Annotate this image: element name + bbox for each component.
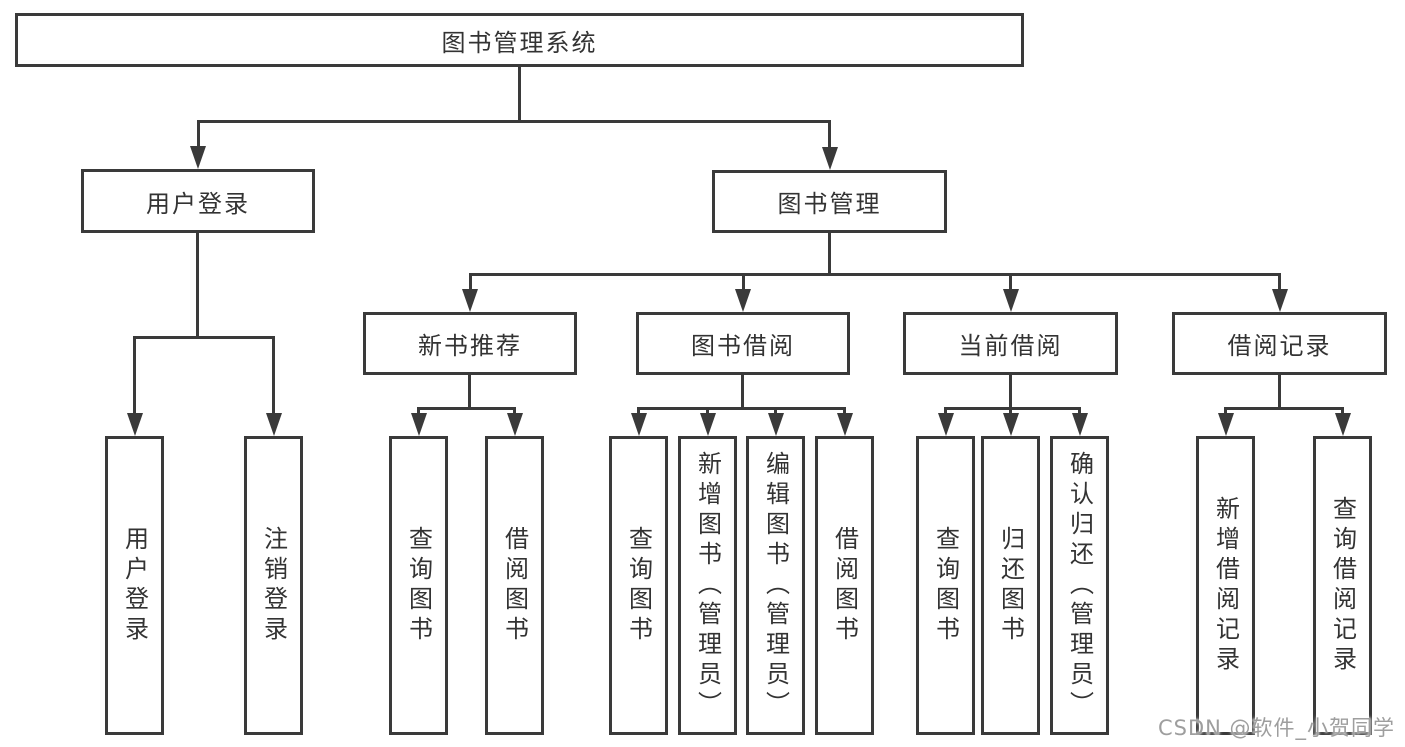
connector-line [197, 120, 831, 123]
arrow-shaft [843, 407, 846, 415]
node-label: 查询图书 [931, 525, 960, 646]
arrow-down-icon [410, 413, 427, 436]
node-label: 归还图书 [996, 525, 1025, 646]
arrow-down-icon [699, 413, 716, 436]
leaf-confirm-return-admin: 确认归还（管理员） [1050, 436, 1109, 735]
node-borrowing-records: 借阅记录 [1172, 312, 1387, 375]
arrow-shaft [741, 273, 745, 291]
leaf-add-borrow-record: 新增借阅记录 [1196, 436, 1255, 735]
arrow-shaft [1009, 273, 1012, 291]
arrow-shaft [417, 407, 420, 415]
leaf-borrow-books-1: 借阅图书 [485, 436, 544, 735]
arrow-shaft [1078, 407, 1081, 415]
node-label: 图书管理 [777, 190, 882, 218]
csdn-watermark: CSDN @软件_小贺同学 [1158, 716, 1396, 740]
arrow-down-icon [462, 289, 478, 312]
arrow-down-icon [190, 146, 206, 169]
node-label: 确认归还（管理员） [1065, 450, 1094, 721]
arrow-down-icon [1002, 413, 1019, 436]
leaf-query-books-1: 查询图书 [389, 436, 448, 735]
node-user-login: 用户登录 [81, 169, 315, 233]
leaf-borrow-books-2: 借阅图书 [815, 436, 874, 735]
arrow-shaft [1009, 407, 1012, 415]
arrow-shaft [637, 407, 640, 415]
node-label: 查询图书 [624, 525, 653, 646]
arrow-shaft [196, 120, 200, 148]
arrow-shaft [774, 407, 777, 415]
connector-line [741, 375, 744, 409]
connector-line [196, 233, 199, 338]
connector-line [1009, 375, 1012, 409]
node-label: 新书推荐 [418, 332, 522, 360]
arrow-down-icon [1271, 289, 1288, 312]
node-label: 查询图书 [404, 525, 433, 646]
leaf-query-books-3: 查询图书 [916, 436, 975, 735]
arrow-shaft [513, 407, 516, 415]
connector-line [518, 67, 521, 123]
node-book-borrowing: 图书借阅 [636, 312, 850, 375]
arrow-down-icon [836, 413, 853, 436]
node-label: 注销登录 [259, 525, 288, 646]
leaf-query-borrow-record: 查询借阅记录 [1313, 436, 1372, 735]
node-label: 借阅图书 [500, 525, 529, 646]
arrow-shaft [944, 407, 947, 415]
arrow-down-icon [1334, 413, 1351, 436]
arrow-shaft [1278, 273, 1281, 291]
arrow-down-icon [506, 413, 523, 436]
leaf-add-books-admin: 新增图书（管理员） [678, 436, 737, 735]
node-label: 查询借阅记录 [1328, 495, 1357, 676]
arrow-shaft [468, 273, 472, 291]
node-label: 当前借阅 [958, 332, 1063, 360]
arrow-down-icon [1217, 413, 1234, 436]
connector-line [1224, 407, 1344, 410]
arrow-shaft [706, 407, 709, 415]
arrow-down-icon [1071, 413, 1088, 436]
node-current-borrowing: 当前借阅 [903, 312, 1118, 375]
connector-line [469, 273, 1281, 276]
leaf-query-books-2: 查询图书 [609, 436, 668, 735]
arrow-down-icon [821, 147, 838, 170]
node-label: 新增借阅记录 [1211, 495, 1240, 676]
connector-line [468, 375, 471, 409]
node-label: 用户登录 [146, 189, 250, 218]
connector-line [417, 407, 516, 410]
connector-line [944, 407, 1081, 410]
leaf-edit-books-admin: 编辑图书（管理员） [746, 436, 805, 735]
connector-line [828, 233, 831, 275]
arrow-shaft [1341, 407, 1344, 415]
arrow-shaft [1224, 407, 1227, 415]
node-book-management: 图书管理 [712, 170, 947, 233]
node-label: 借阅记录 [1227, 332, 1332, 360]
arrow-shaft [133, 336, 136, 415]
arrow-down-icon [937, 413, 954, 436]
arrow-down-icon [735, 289, 751, 312]
arrow-down-icon [1002, 289, 1019, 312]
node-root-library-system: 图书管理系统 [15, 13, 1024, 67]
connector-line [637, 407, 846, 410]
node-label: 借阅图书 [830, 525, 859, 646]
leaf-user-login: 用户登录 [105, 436, 164, 735]
connector-line [1278, 375, 1281, 409]
node-label: 图书管理系统 [441, 28, 598, 57]
arrow-down-icon [126, 413, 143, 436]
node-label: 新增图书（管理员） [693, 450, 722, 721]
leaf-return-books: 归还图书 [981, 436, 1040, 735]
arrow-down-icon [265, 413, 282, 436]
leaf-logout: 注销登录 [244, 436, 303, 735]
node-label: 图书借阅 [691, 332, 795, 360]
connector-line [133, 336, 275, 339]
arrow-shaft [272, 336, 275, 415]
node-label: 编辑图书（管理员） [761, 450, 790, 721]
node-label: 用户登录 [120, 525, 149, 646]
arrow-down-icon [630, 413, 647, 436]
node-new-book-recommend: 新书推荐 [363, 312, 577, 375]
arrow-shaft [828, 120, 831, 149]
arrow-down-icon [767, 413, 784, 436]
